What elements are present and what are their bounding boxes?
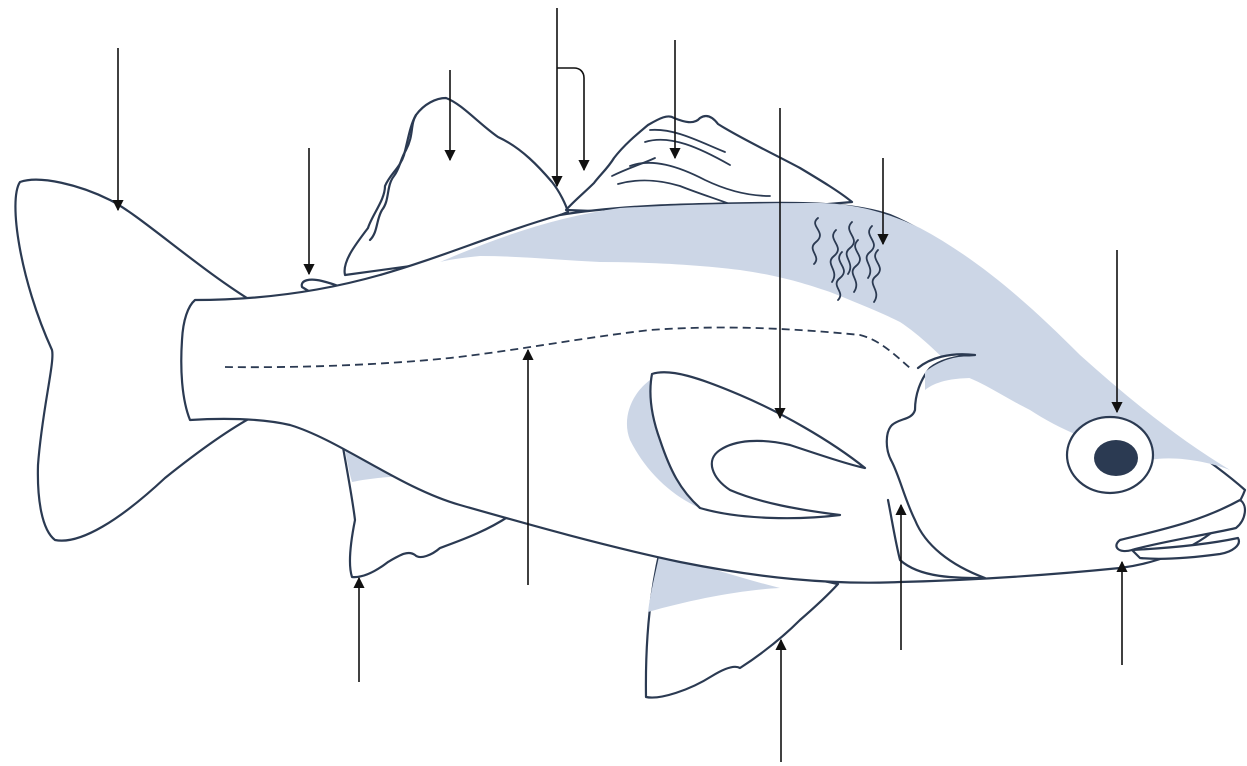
pupil bbox=[1094, 440, 1138, 476]
soft-dorsal-fin bbox=[566, 116, 852, 215]
pointer-dorsal-spines-bracket bbox=[557, 68, 584, 170]
